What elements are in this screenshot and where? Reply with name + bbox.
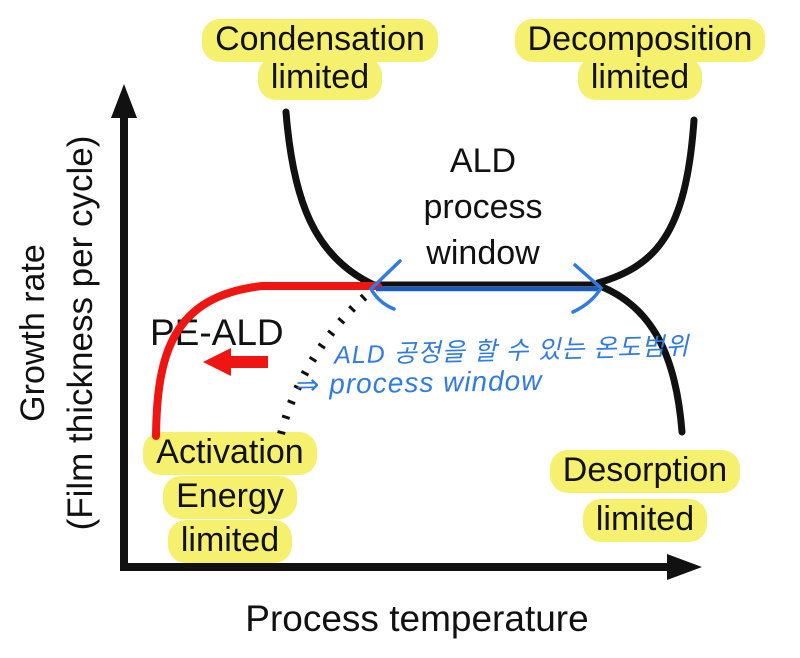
condensation-limited-label: Condensation limited xyxy=(170,18,470,100)
condensation-label-line2: limited xyxy=(257,56,383,100)
pe-ald-shift-arrow-icon xyxy=(203,348,268,376)
decomposition-curve xyxy=(594,116,698,287)
activation-label-line1: Activation xyxy=(143,431,317,475)
ald-process-window-label: ALD process window xyxy=(373,138,593,276)
x-axis-arrowhead-icon xyxy=(667,554,702,580)
pe-ald-curve xyxy=(152,282,382,440)
process-window-right-arrowhead-icon xyxy=(571,263,604,314)
activation-energy-limited-label: Activation Energy limited xyxy=(110,431,350,563)
decomposition-label-line1: Decomposition xyxy=(514,18,766,62)
condensation-label-line1: Condensation xyxy=(202,18,438,62)
decomposition-label-line2: limited xyxy=(577,56,703,100)
window-label-line2: process xyxy=(423,187,543,226)
window-label-line1: ALD xyxy=(449,141,517,180)
activation-label-line3: limited xyxy=(167,519,293,563)
decomposition-limited-label: Decomposition limited xyxy=(490,18,790,100)
activation-label-line2: Energy xyxy=(163,475,297,519)
desorption-limited-label: Desorption limited xyxy=(525,447,765,545)
thermal-ald-dotted-curve xyxy=(277,286,375,435)
process-window-left-arrowhead-icon xyxy=(368,259,402,311)
desorption-curve xyxy=(596,282,686,436)
handwritten-note-line2: ⇒ process window xyxy=(295,364,543,401)
condensation-curve xyxy=(282,108,378,289)
x-axis-title-text: Process temperature xyxy=(245,598,589,639)
desorption-label-line1: Desorption xyxy=(549,450,741,493)
x-axis-title: Process temperature xyxy=(217,598,617,640)
desorption-label-line2: limited xyxy=(582,499,708,542)
window-label-line3: window xyxy=(426,233,540,272)
y-axis-arrowhead-icon xyxy=(111,84,137,118)
